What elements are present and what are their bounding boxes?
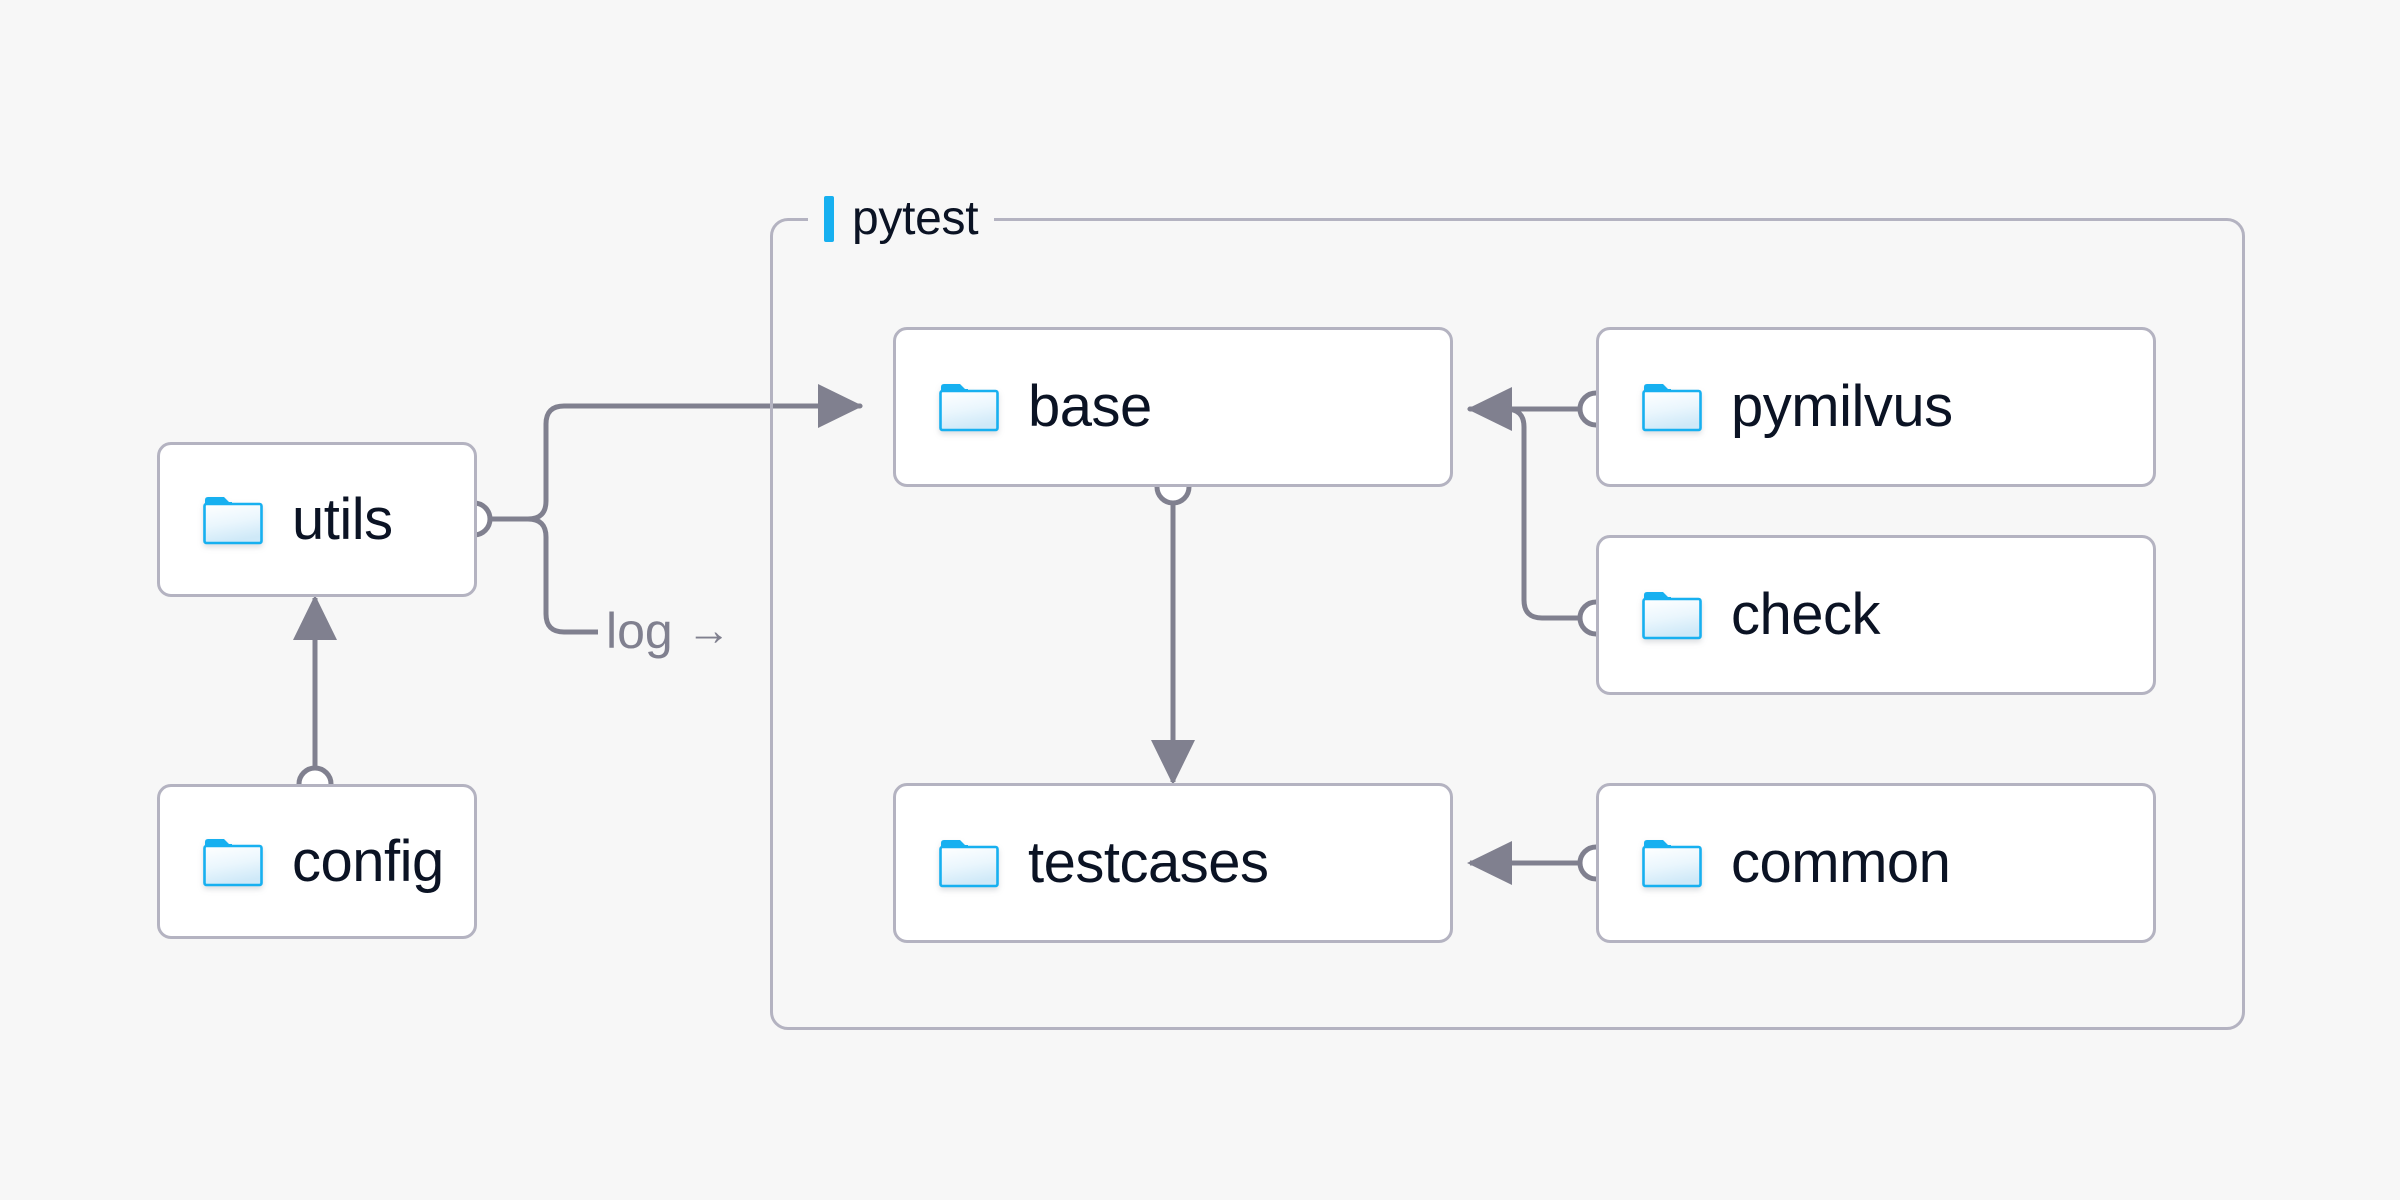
node-common[interactable]: common (1596, 783, 2156, 943)
edge-utils-log (487, 516, 643, 635)
node-config-label: config (292, 828, 444, 894)
folder-icon (939, 384, 999, 432)
folder-icon (1642, 592, 1702, 640)
node-pymilvus[interactable]: pymilvus (1596, 327, 2156, 487)
group-pytest-title: pytest (808, 190, 995, 248)
node-base[interactable]: base (893, 327, 1453, 487)
node-testcases-label: testcases (1028, 830, 1269, 895)
arrow-right-icon: → (686, 606, 731, 655)
node-testcases[interactable]: testcases (893, 783, 1453, 943)
folder-icon (1642, 840, 1702, 888)
edge-label-log: log → (598, 606, 739, 656)
node-check-label: check (1731, 582, 1881, 647)
edge-label-log-text: log (606, 603, 673, 659)
node-common-label: common (1731, 830, 1951, 895)
group-title-label: pytest (852, 192, 979, 245)
node-config[interactable]: config (157, 784, 477, 939)
folder-icon (203, 838, 263, 886)
group-pytest (770, 218, 2245, 1030)
folder-icon (1642, 384, 1702, 432)
node-pymilvus-label: pymilvus (1731, 374, 1953, 439)
group-accent-bar (824, 196, 834, 242)
node-base-label: base (1028, 374, 1152, 439)
node-utils[interactable]: utils (157, 442, 477, 597)
node-check[interactable]: check (1596, 535, 2156, 695)
folder-icon (939, 840, 999, 888)
node-utils-label: utils (292, 486, 393, 552)
folder-icon (203, 496, 263, 544)
edge-config-utils (293, 594, 337, 803)
